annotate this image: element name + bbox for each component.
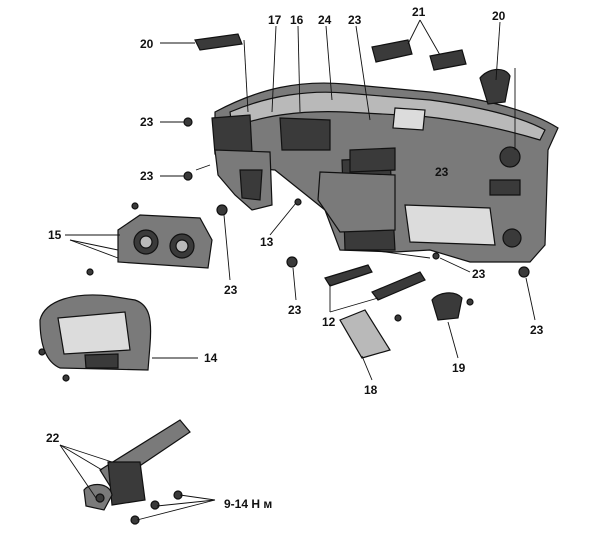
center-vents-pair <box>371 39 467 71</box>
dashboard-panel <box>211 82 559 263</box>
torque-spec-label: 9-14 Н м <box>224 497 272 511</box>
callout-14: 14 <box>204 351 218 365</box>
callout-22: 22 <box>46 431 60 445</box>
callout-13: 13 <box>260 235 274 249</box>
callout-16: 16 <box>290 13 304 27</box>
callout-24: 24 <box>318 13 332 27</box>
callout-21: 21 <box>412 5 426 19</box>
callout-labels: 20 17 16 24 23 21 20 23 23 23 15 13 23 2… <box>46 5 544 511</box>
callout-23-left-lower: 23 <box>140 169 154 183</box>
switch-strips <box>324 264 426 301</box>
callout-19: 19 <box>452 361 466 375</box>
callout-20-right: 20 <box>492 9 506 23</box>
callout-20-left: 20 <box>140 37 154 51</box>
side-vent-right <box>479 68 511 105</box>
callout-17: 17 <box>268 13 282 27</box>
callout-23-right-low: 23 <box>530 323 544 337</box>
callout-23-right-mid: 23 <box>472 267 486 281</box>
callout-15: 15 <box>48 228 62 242</box>
callout-18: 18 <box>364 383 378 397</box>
callout-23-center: 23 <box>435 165 449 179</box>
steering-column <box>83 419 191 525</box>
callout-23-under-left: 23 <box>224 283 238 297</box>
glovebox-cover <box>339 309 391 359</box>
instrument-cluster <box>117 214 213 269</box>
callout-23-under-center: 23 <box>288 303 302 317</box>
callout-23-left-upper: 23 <box>140 115 154 129</box>
callout-12: 12 <box>322 315 336 329</box>
leader-lines <box>59 19 536 521</box>
ashtray-module <box>431 292 463 321</box>
cluster-bezel <box>39 294 152 371</box>
callout-23-top: 23 <box>348 13 362 27</box>
side-vent-left <box>194 33 243 51</box>
